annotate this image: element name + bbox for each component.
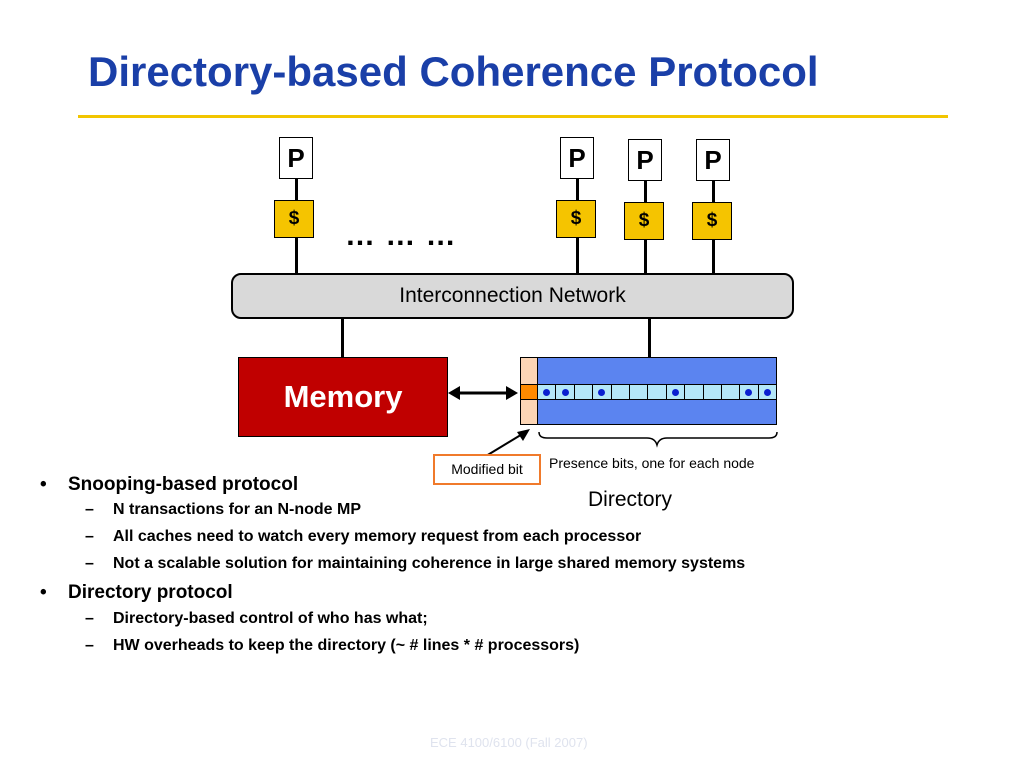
modified-bit-cell xyxy=(521,384,537,400)
memory-block: Memory xyxy=(238,357,448,437)
processor-3: P xyxy=(628,139,662,181)
subitem-text: HW overheads to keep the directory (~ # … xyxy=(113,637,580,654)
presence-bit xyxy=(648,385,667,399)
presence-bits-row xyxy=(538,384,776,400)
subitem-text: All caches need to watch every memory re… xyxy=(113,528,642,545)
subitem-text: Directory-based control of who has what; xyxy=(113,610,428,627)
presence-bit-set-dot xyxy=(543,388,551,396)
presence-bit xyxy=(630,385,649,399)
slide-title: Directory-based Coherence Protocol xyxy=(88,48,819,95)
presence-bit xyxy=(759,385,776,399)
processor-1: P xyxy=(279,137,313,179)
presence-bit xyxy=(667,385,686,399)
bullet-text: Snooping-based protocol xyxy=(68,474,299,495)
bullet-marker: • xyxy=(40,474,47,495)
wire-directory xyxy=(648,319,651,357)
presence-bit xyxy=(556,385,575,399)
processor-4: P xyxy=(696,139,730,181)
bullet-marker: • xyxy=(40,582,47,603)
more-nodes-ellipsis: … … … xyxy=(345,219,457,252)
presence-bit xyxy=(538,385,557,399)
modified-bit-arrow xyxy=(485,429,530,457)
modified-bit-label: Modified bit xyxy=(433,454,541,485)
subitem-text: Not a scalable solution for maintaining … xyxy=(113,555,746,572)
presence-bit xyxy=(722,385,741,399)
presence-bits-label: Presence bits, one for each node xyxy=(549,455,755,471)
double-arrow xyxy=(448,386,518,400)
directory-label: Directory xyxy=(588,488,673,511)
presence-bit-set-dot xyxy=(745,388,753,396)
presence-bit xyxy=(575,385,594,399)
cache-1: $ xyxy=(274,200,314,238)
presence-bit xyxy=(685,385,704,399)
presence-bit xyxy=(740,385,759,399)
presence-bit xyxy=(612,385,630,399)
cache-2: $ xyxy=(556,200,596,238)
footer-text: ECE 4100/6100 (Fall 2007) xyxy=(430,735,588,750)
presence-bit-set-dot xyxy=(598,388,606,396)
title-underline xyxy=(78,115,948,118)
presence-bit-set-dot xyxy=(561,388,569,396)
interconnection-network: Interconnection Network xyxy=(231,273,794,319)
directory-block xyxy=(537,357,777,425)
presence-bits-brace xyxy=(538,431,778,448)
directory-state-column xyxy=(520,357,538,425)
presence-bit xyxy=(593,385,612,399)
presence-bit xyxy=(704,385,722,399)
processor-2: P xyxy=(560,137,594,179)
cache-4: $ xyxy=(692,202,732,240)
subitem-text: N transactions for an N-node MP xyxy=(113,501,362,518)
presence-bit-set-dot xyxy=(763,388,771,396)
bullet-text: Directory protocol xyxy=(68,582,233,603)
cache-3: $ xyxy=(624,202,664,240)
presence-bit-set-dot xyxy=(671,388,679,396)
wire-memory xyxy=(341,319,344,357)
